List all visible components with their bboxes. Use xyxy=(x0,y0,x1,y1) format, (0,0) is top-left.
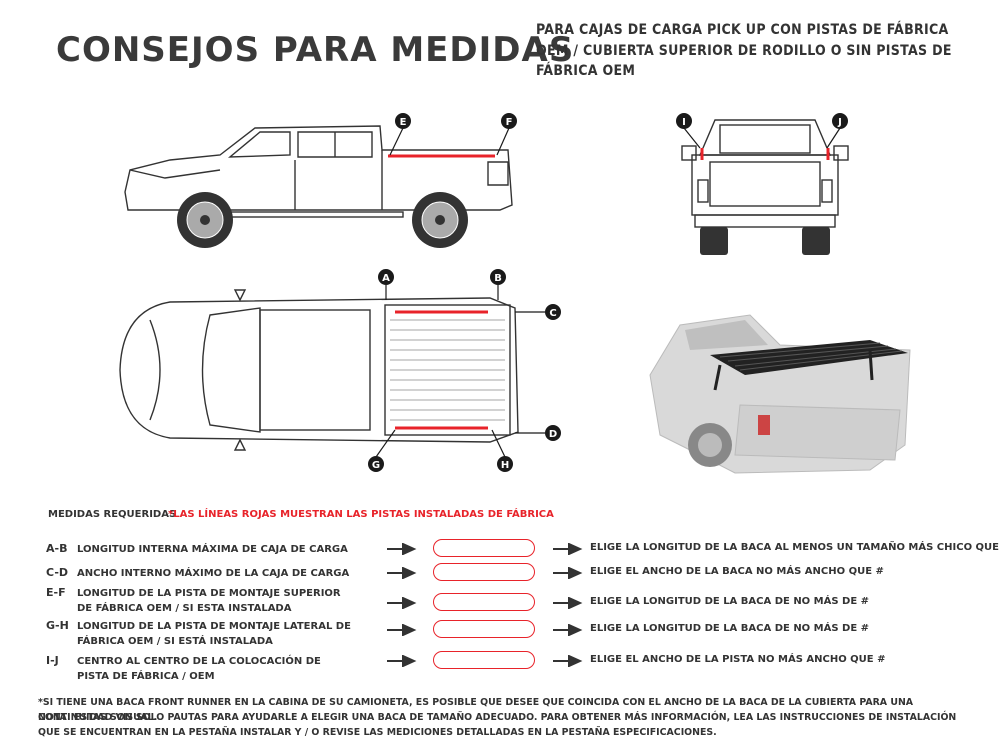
row-instruction: ELIGE EL ANCHO DE LA PISTA NO MÁS ANCHO … xyxy=(590,654,886,665)
wheel-front xyxy=(177,192,233,248)
arrow-right-icon xyxy=(553,543,583,555)
row-instruction: ELIGE LA LONGITUD DE LA BACA AL MENOS UN… xyxy=(590,542,1000,553)
measurement-row-ef: E-F LONGITUD DE LA PISTA DE MONTAJE SUPE… xyxy=(0,586,1000,616)
arrow-right-icon xyxy=(387,543,417,555)
measurement-input-ef[interactable] xyxy=(433,593,535,611)
measurement-input-gh[interactable] xyxy=(433,620,535,638)
row-code: C-D xyxy=(46,566,69,579)
arrow-right-icon xyxy=(553,655,583,667)
svg-text:J: J xyxy=(837,117,842,128)
row-instruction: ELIGE LA LONGITUD DE LA BACA DE NO MÁS D… xyxy=(590,596,870,607)
callout-d: D xyxy=(545,425,561,441)
measurement-row-gh: G-H LONGITUD DE LA PISTA DE MONTAJE LATE… xyxy=(0,619,1000,649)
callout-a: A xyxy=(378,269,394,285)
svg-text:B: B xyxy=(494,273,502,284)
svg-text:G: G xyxy=(372,460,380,471)
footnote-cab-rack: *SI TIENE UNA BACA FRONT RUNNER EN LA CA… xyxy=(38,697,914,723)
callout-h: H xyxy=(497,456,513,472)
arrow-right-icon xyxy=(553,624,583,636)
arrow-right-icon xyxy=(387,624,417,636)
callout-c: C xyxy=(545,304,561,320)
measurement-input-cd[interactable] xyxy=(433,563,535,581)
row-code: G-H xyxy=(46,619,69,632)
row-label: LONGITUD INTERNA MÁXIMA DE CAJA DE CARGA xyxy=(77,544,348,555)
measurement-row-ab: A-B LONGITUD INTERNA MÁXIMA DE CAJA DE C… xyxy=(0,539,1000,570)
arrow-right-icon xyxy=(553,597,583,609)
measurement-input-ab[interactable] xyxy=(433,539,535,557)
truck-side-view xyxy=(124,125,513,248)
callout-j: J xyxy=(832,113,848,129)
row-instruction: ELIGE EL ANCHO DE LA BACA NO MÁS ANCHO Q… xyxy=(590,566,884,577)
measurement-row-ij: I-J CENTRO AL CENTRO DE LA COLOCACIÓN DE… xyxy=(0,651,1000,684)
row-label: LONGITUD DE LA PISTA DE MONTAJE SUPERIOR… xyxy=(77,588,341,614)
row-label: CENTRO AL CENTRO DE LA COLOCACIÓN DE PIS… xyxy=(77,656,321,682)
callout-markers: E F I J A B C D G H xyxy=(368,113,848,472)
arrow-right-icon xyxy=(387,655,417,667)
row-instruction: ELIGE LA LONGITUD DE LA BACA DE NO MÁS D… xyxy=(590,623,870,634)
row-code: I-J xyxy=(46,654,59,667)
measurement-input-ij[interactable] xyxy=(433,651,535,669)
svg-text:C: C xyxy=(549,308,556,319)
roof-rack xyxy=(710,340,908,391)
svg-text:H: H xyxy=(501,460,509,471)
callout-b: B xyxy=(490,269,506,285)
arrow-right-icon xyxy=(553,567,583,579)
svg-text:E: E xyxy=(400,117,407,128)
callout-f: F xyxy=(501,113,517,129)
row-label: LONGITUD DE LA PISTA DE MONTAJE LATERAL … xyxy=(77,621,351,647)
requirements-heading: MEDIDAS REQUERIDAS xyxy=(48,509,177,520)
row-label: ANCHO INTERNO MÁXIMO DE LA CAJA DE CARGA xyxy=(77,568,350,579)
truck-with-rack-image xyxy=(649,314,911,474)
page-subtitle: PARA CAJAS DE CARGA PICK UP CON PISTAS D… xyxy=(536,22,952,79)
red-lines-note: *LAS LÍNEAS ROJAS MUESTRAN LAS PISTAS IN… xyxy=(168,509,554,520)
callout-e: E xyxy=(395,113,411,129)
callout-g: G xyxy=(368,456,384,472)
svg-text:F: F xyxy=(506,117,513,128)
measurement-row-cd: C-D ANCHO INTERNO MÁXIMO DE LA CAJA DE C… xyxy=(0,563,1000,596)
truck-rear-view xyxy=(681,119,849,255)
arrow-right-icon xyxy=(387,597,417,609)
callout-i: I xyxy=(676,113,692,129)
arrow-right-icon xyxy=(387,567,417,579)
footnote-guidelines: NOTA: ESTAS SON SOLO PAUTAS PARA AYUDARL… xyxy=(38,712,957,738)
row-code: A-B xyxy=(46,542,68,555)
row-code: E-F xyxy=(46,586,66,599)
svg-text:A: A xyxy=(382,273,390,284)
wheel-rear xyxy=(412,192,468,248)
svg-text:I: I xyxy=(682,117,686,128)
page-title: CONSEJOS PARA MEDIDAS xyxy=(56,30,575,70)
svg-text:D: D xyxy=(549,429,557,440)
truck-top-view xyxy=(119,289,519,451)
